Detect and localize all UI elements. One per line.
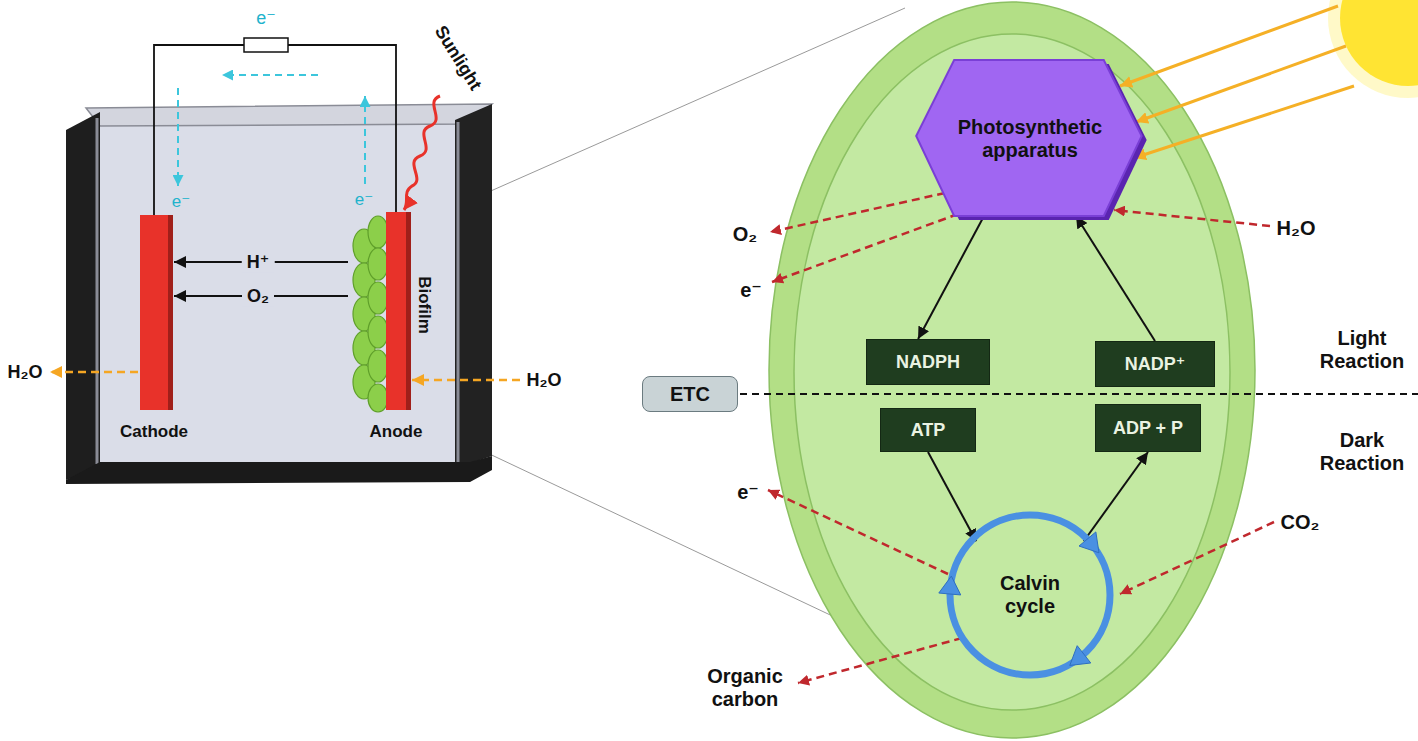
co2-in-arrow: [1120, 522, 1274, 594]
reaction-divider: [740, 393, 1418, 395]
biofilm-cell: [368, 384, 388, 412]
cofactor-box: ADP + P: [1095, 404, 1201, 452]
carbon-out-arrow: [798, 638, 962, 683]
annotation-label: e⁻: [740, 279, 762, 302]
sun-disc: [1340, 0, 1418, 86]
electron-arrow: [177, 88, 179, 186]
hexagon-face: [916, 60, 1141, 216]
annotation-label: e⁻: [355, 190, 373, 210]
sun-ray: [1134, 86, 1354, 158]
node-label: NADPH: [896, 352, 960, 373]
electrode-label: Cathode: [120, 422, 188, 442]
flow-arrow: [1076, 216, 1155, 341]
water-flow-arrows: [50, 372, 520, 380]
node-label: ATP: [911, 420, 946, 441]
annotation-label: CO₂: [1281, 511, 1320, 534]
fuel-cell-tank: [66, 104, 492, 484]
cycle-arrowhead: [1070, 646, 1091, 666]
sun-ray: [1136, 46, 1346, 122]
cofactor-box: ATP: [880, 408, 976, 452]
tank-rim: [86, 104, 492, 126]
electron-arrow: [364, 96, 366, 184]
tank-wall-edge: [96, 118, 99, 464]
annotation-label: Biofilm: [414, 276, 434, 334]
water-in-arrow: [1114, 210, 1270, 226]
annotation-label: e⁻: [256, 8, 276, 29]
annotation-label: Light Reaction: [1310, 327, 1414, 373]
node-label: NADP⁺: [1125, 354, 1186, 375]
node-label: Calvin cycle: [982, 572, 1078, 618]
cofactor-box: NADP⁺: [1095, 341, 1215, 387]
tank-wall-edge: [457, 122, 460, 464]
tank-left-wall: [66, 112, 100, 480]
cycle-arrowhead: [939, 576, 961, 595]
cycle-arrowhead: [1079, 532, 1099, 553]
annotation-label: e⁻: [172, 192, 190, 212]
water-arrow: [412, 379, 520, 382]
photosynthetic-apparatus: Photosynthetic apparatus: [912, 58, 1148, 220]
tank-glass: [95, 118, 465, 464]
flow-arrow: [928, 452, 976, 541]
flow-label: O₂: [242, 286, 274, 307]
biofilm-cell: [368, 248, 388, 280]
electron-out-arrow: [768, 490, 948, 574]
annotation-label: Sunlight: [430, 22, 486, 94]
node-label: ADP + P: [1113, 418, 1183, 439]
sun-rays: [1120, 6, 1354, 158]
cofactor-box: NADPH: [866, 339, 990, 385]
biofilm-cell: [368, 282, 388, 314]
resistor-symbol: [244, 38, 288, 52]
electron-out-arrow: [772, 214, 958, 282]
sunlight-wave: [404, 96, 440, 210]
external-wire: [154, 45, 396, 215]
biofilm-cells: [353, 216, 388, 412]
flow-arrow: [918, 216, 984, 339]
annotation-label: e⁻: [737, 481, 759, 504]
cathode-electrode: Cathode: [140, 215, 168, 410]
node-label: Photosynthetic apparatus: [942, 116, 1118, 162]
cycle-ring: [950, 515, 1110, 675]
cell-membrane: [794, 34, 1230, 710]
annotation-label: Dark Reaction: [1310, 429, 1414, 475]
etc-box: ETC: [642, 376, 738, 412]
electron-flow-arrows: [178, 75, 365, 186]
flow-arrow: [1084, 452, 1148, 541]
exchange-arrows: [768, 193, 1274, 683]
anode-electrode: Anode: [386, 212, 406, 410]
electron-arrow: [222, 74, 318, 76]
annotation-label: H₂O: [8, 362, 43, 383]
annotation-label: O₂: [733, 223, 757, 246]
cell-wall: [769, 2, 1255, 738]
calvin-cycle: Calvin cycle: [944, 509, 1116, 681]
tank-right-wall: [455, 104, 492, 468]
annotation-label: H₂O: [1277, 217, 1316, 240]
annotation-label: H₂O: [527, 370, 562, 391]
water-arrow: [50, 371, 138, 374]
algal-cell: [769, 2, 1255, 738]
biofilm-cell: [368, 316, 388, 348]
node-label: ETC: [670, 383, 710, 406]
flow-label: H⁺: [242, 252, 275, 273]
sun-ray: [1120, 6, 1338, 86]
biofilm-cell: [368, 216, 388, 248]
electrode-label: Anode: [370, 422, 423, 442]
tank-base: [66, 456, 492, 484]
oxygen-out-arrow: [770, 193, 945, 232]
biofilm-cell: [368, 350, 388, 382]
annotation-label: Organic carbon: [695, 665, 795, 711]
